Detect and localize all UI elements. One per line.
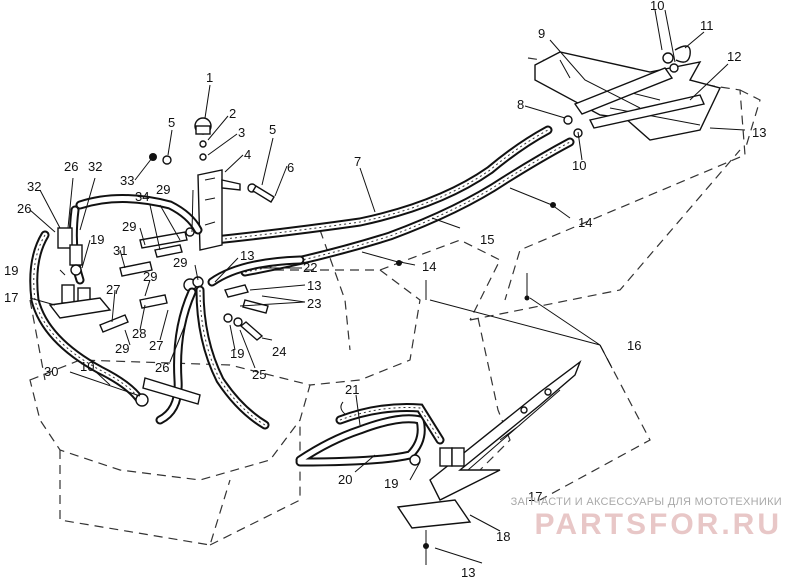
callout-26: 26 [155,360,169,375]
hose-7 [210,125,553,245]
callout-27: 27 [149,338,163,353]
callout-labels: 1 2 3 4 5 5 6 7 8 9 10 10 10 11 12 13 13… [4,0,766,578]
callout-19: 19 [384,476,398,491]
callout-29: 29 [156,182,170,197]
callout-29: 29 [173,255,187,270]
callout-18: 18 [496,529,510,544]
callout-7: 7 [354,154,361,169]
callout-13: 13 [240,248,254,263]
callout-12: 12 [727,49,741,64]
callout-8: 8 [517,97,524,112]
lower-cooler [295,273,582,565]
callout-24: 24 [272,344,286,359]
callout-10: 10 [80,359,94,374]
callout-32: 32 [88,159,102,174]
callout-20: 20 [338,472,352,487]
callout-13: 13 [752,125,766,140]
middle-fittings [99,227,270,430]
callout-19: 19 [230,346,244,361]
callout-28: 28 [132,326,146,341]
callout-1: 1 [206,70,213,85]
rods-14 [361,187,556,266]
callout-13: 13 [307,278,321,293]
callout-10: 10 [572,158,586,173]
callout-33: 33 [120,173,134,188]
leader-lines [29,9,746,564]
callout-19: 19 [90,232,104,247]
site-watermark: ЗАПЧАСТИ И АКСЕССУАРЫ ДЛЯ МОТОТЕХНИКИ PA… [462,496,782,542]
callout-29: 29 [143,269,157,284]
callout-31: 31 [113,243,127,258]
heat-exchanger [534,45,721,141]
callout-19: 19 [4,263,18,278]
callout-11: 11 [700,18,714,33]
callout-17: 17 [4,290,18,305]
callout-32: 32 [27,179,41,194]
callout-6: 6 [287,160,294,175]
callout-21: 21 [345,382,359,397]
callout-10: 10 [650,0,664,13]
callout-9: 9 [538,26,545,41]
left-hoses [29,194,203,405]
hose-22 [207,255,305,287]
callout-22: 22 [303,260,317,275]
callout-29: 29 [115,341,129,356]
callout-17: 17 [528,489,542,504]
callout-13: 13 [461,565,475,578]
watermark-tagline: ЗАПЧАСТИ И АКСЕССУАРЫ ДЛЯ МОТОТЕХНИКИ [510,496,782,508]
callout-5: 5 [269,122,276,137]
callout-4: 4 [244,147,251,162]
callout-2: 2 [229,106,236,121]
callout-25: 25 [252,367,266,382]
watermark-logo: PARTSFOR.RU [534,508,782,541]
callout-23: 23 [307,296,321,311]
callout-34: 34 [135,189,149,204]
callout-16: 16 [627,338,641,353]
callout-30: 30 [44,364,58,379]
reservoir-block [149,117,275,251]
callout-27: 27 [106,282,120,297]
callout-14: 14 [578,215,592,230]
callout-15: 15 [480,232,494,247]
callout-29: 29 [122,219,136,234]
callout-3: 3 [238,125,245,140]
callout-26: 26 [64,159,78,174]
callout-26: 26 [17,201,31,216]
callout-5: 5 [168,115,175,130]
callout-14: 14 [422,259,436,274]
